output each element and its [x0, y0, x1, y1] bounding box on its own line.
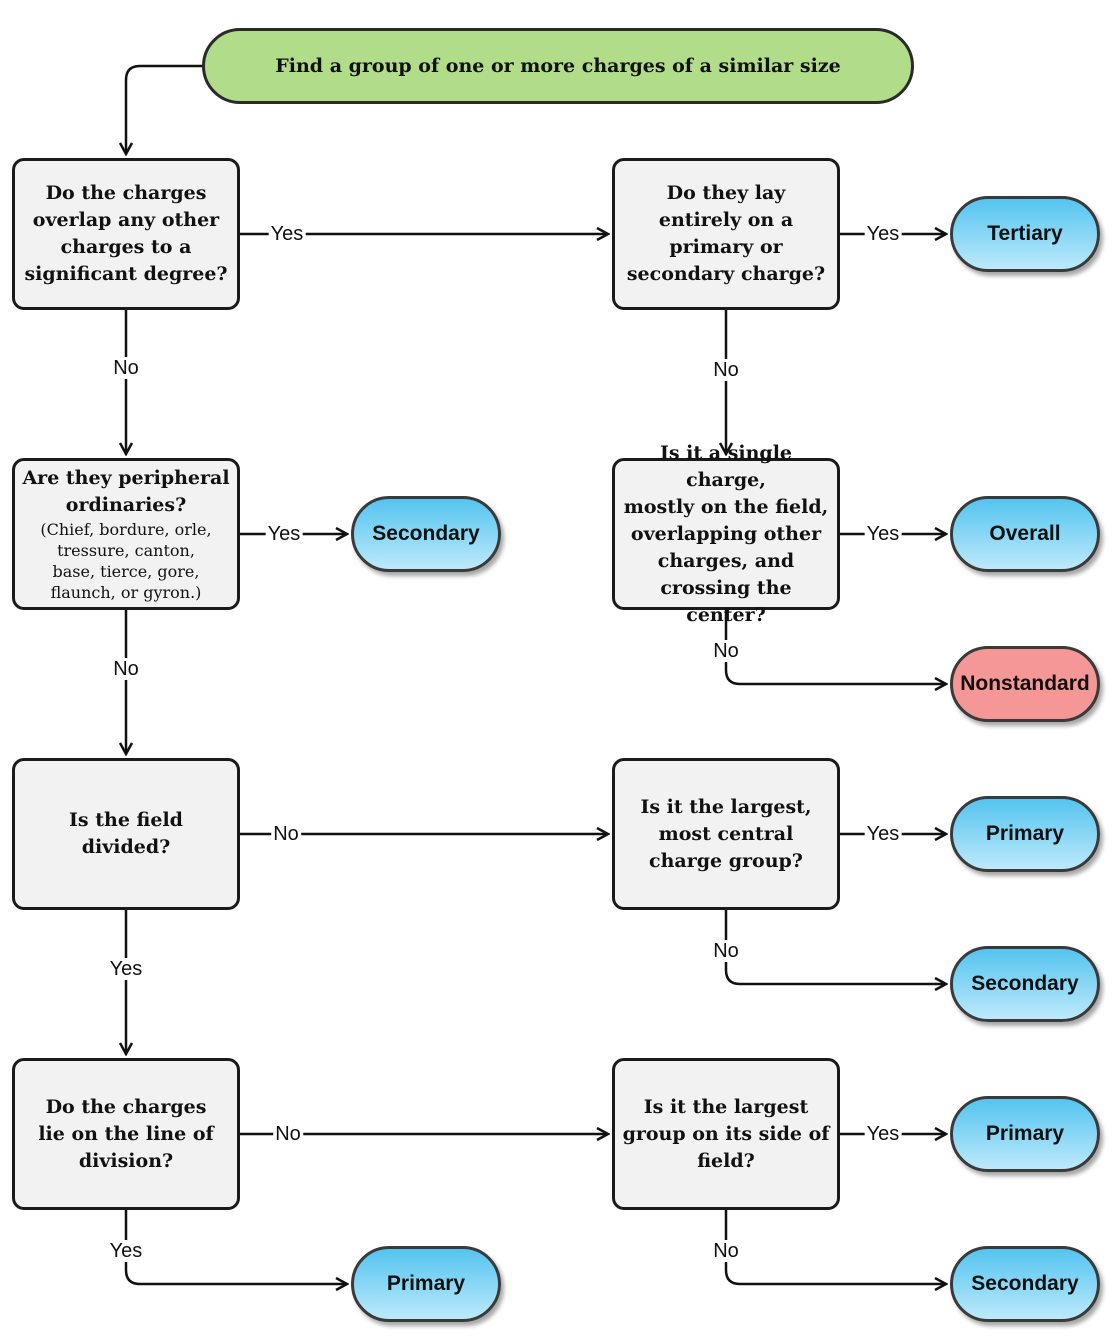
question-note-line: (Chief, bordure, orle,: [40, 520, 212, 539]
question-line: division?: [78, 1149, 174, 1172]
question-line: most central: [658, 822, 794, 845]
question-line: overlapping other: [630, 522, 822, 545]
connector-start-to-overlap: [126, 64, 203, 154]
edge-label-division-no: No: [273, 1123, 303, 1145]
question-note-line: base, tierce, gore,: [52, 562, 200, 581]
question-largest-side: Is it the largest group on its side of f…: [612, 1058, 840, 1210]
edge-label-side-yes: Yes: [864, 1123, 902, 1145]
edge-label-division-yes: Yes: [107, 1240, 145, 1262]
edge-label-divided-no: No: [271, 823, 301, 845]
connector-division-yes: [124, 1210, 347, 1284]
edge-label-central-no: No: [711, 940, 741, 962]
result-label: Secondary: [372, 522, 480, 545]
start-text: Find a group of one or more charges of a…: [275, 55, 841, 77]
question-line: Is it the largest: [643, 1095, 809, 1118]
connector-side-no: [724, 1210, 946, 1284]
connector-central-no: [724, 910, 946, 984]
question-single-charge: Is it a single charge, mostly on the fie…: [612, 442, 840, 626]
question-line: Do the charges: [45, 182, 207, 204]
question-line: Do they lay: [666, 182, 786, 204]
result-label: Primary: [985, 1122, 1065, 1145]
question-line: secondary charge?: [626, 263, 826, 285]
question-line: divided?: [81, 836, 171, 858]
result-label: Primary: [985, 822, 1065, 845]
result-overall: Overall: [950, 496, 1100, 572]
question-peripheral: Are they peripheral ordinaries? (Chief, …: [12, 458, 240, 610]
edge-label-overlap-no: No: [111, 357, 141, 379]
question-overlap: Do the charges overlap any other charges…: [12, 158, 240, 310]
question-line: primary or: [669, 236, 783, 258]
result-label: Primary: [386, 1272, 466, 1295]
result-nonstandard: Nonstandard: [950, 646, 1100, 722]
edge-label-side-no: No: [711, 1240, 741, 1262]
result-label: Nonstandard: [960, 672, 1090, 695]
question-note-line: tressure, canton,: [57, 541, 195, 560]
question-line: Is it a single charge,: [659, 441, 793, 491]
result-tertiary: Tertiary: [950, 196, 1100, 272]
question-line: Is it the largest,: [640, 795, 812, 818]
question-line: crossing the center?: [660, 576, 792, 626]
connector-single-no: [724, 610, 946, 684]
question-line: Is the field: [69, 809, 183, 831]
edge-label-peripheral-yes: Yes: [265, 523, 303, 545]
edge-label-overlap-yes: Yes: [268, 223, 306, 245]
question-line: field?: [697, 1149, 755, 1172]
result-label: Secondary: [971, 972, 1079, 995]
start-node: Find a group of one or more charges of a…: [202, 28, 914, 104]
question-line: mostly on the field,: [623, 495, 829, 518]
question-line: significant degree?: [24, 263, 228, 285]
result-label: Overall: [989, 522, 1061, 545]
question-lay-on: Do they lay entirely on a primary or sec…: [612, 158, 840, 310]
question-line: overlap any other: [32, 209, 220, 231]
result-primary-side: Primary: [950, 1096, 1100, 1172]
result-primary-central: Primary: [950, 796, 1100, 872]
edge-label-peripheral-no: No: [111, 658, 141, 680]
edge-label-divided-yes: Yes: [107, 958, 145, 980]
question-note-line: flaunch, or gyron.): [50, 583, 202, 602]
question-line: group on its side of: [622, 1122, 830, 1145]
question-field-divided: Is the field divided?: [12, 758, 240, 910]
question-line: charge group?: [649, 849, 803, 872]
edge-label-lay-on-yes: Yes: [864, 223, 902, 245]
edge-label-single-yes: Yes: [864, 523, 902, 545]
question-line: entirely on a: [658, 209, 794, 231]
result-secondary-side: Secondary: [950, 1246, 1100, 1322]
result-primary-division: Primary: [351, 1246, 501, 1322]
question-line: Do the charges: [45, 1095, 207, 1118]
question-line: lie on the line of: [38, 1122, 214, 1145]
edge-label-central-yes: Yes: [864, 823, 902, 845]
question-line: charges, and: [657, 549, 795, 572]
question-line: ordinaries?: [65, 494, 187, 516]
edge-label-lay-on-no: No: [711, 359, 741, 381]
result-label: Secondary: [971, 1272, 1079, 1295]
question-line: charges to a: [60, 236, 192, 258]
question-largest-central: Is it the largest, most central charge g…: [612, 758, 840, 910]
result-secondary-central: Secondary: [950, 946, 1100, 1022]
edge-label-single-no: No: [711, 640, 741, 662]
question-line: Are they peripheral: [22, 467, 230, 489]
result-label: Tertiary: [987, 222, 1063, 245]
question-line-of-division: Do the charges lie on the line of divisi…: [12, 1058, 240, 1210]
result-secondary-peripheral: Secondary: [351, 496, 501, 572]
